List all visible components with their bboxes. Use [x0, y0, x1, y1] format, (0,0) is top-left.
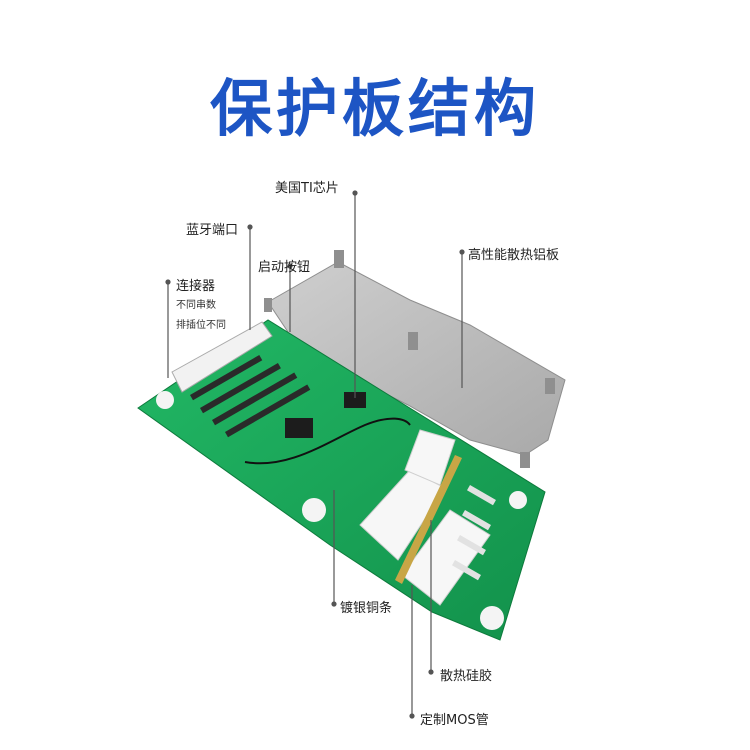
label-heatsink: 高性能散热铝板 — [468, 248, 560, 263]
label-connector-sub1: 不同串数 — [176, 300, 216, 311]
label-connector-sub2: 排插位不同 — [176, 320, 226, 331]
label-connector: 连接器 — [176, 279, 216, 294]
label-silicone: 散热硅胶 — [440, 669, 493, 684]
heatsink-plate — [264, 250, 566, 468]
label-bluetooth-port: 蓝牙端口 — [186, 223, 239, 238]
label-copper-bar: 镀银铜条 — [340, 601, 393, 616]
pcb-board — [137, 319, 546, 641]
label-ti-chip: 美国TI芯片 — [275, 181, 339, 196]
label-start-button: 启动按钮 — [258, 260, 311, 275]
callout-lines — [165, 190, 465, 719]
label-mos: 定制MOS管 — [420, 713, 489, 728]
page-title: 保护板结构 — [209, 72, 540, 145]
